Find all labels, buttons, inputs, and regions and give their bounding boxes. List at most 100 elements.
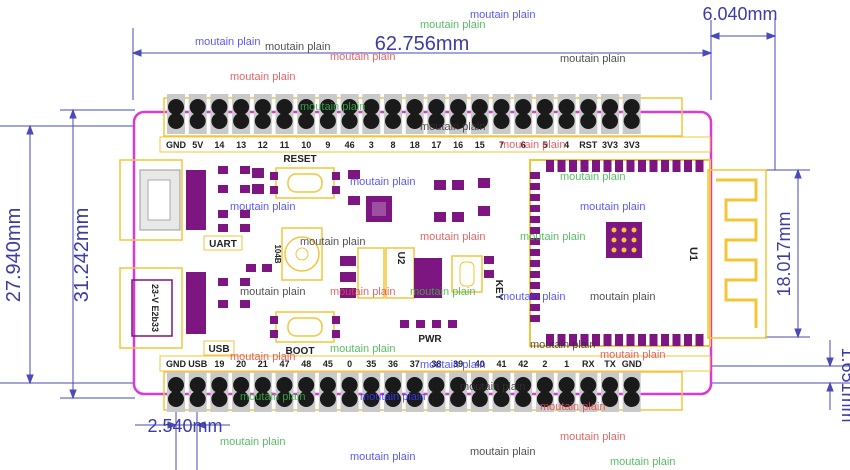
watermark-text: moutain plain xyxy=(470,9,535,21)
watermark-text: moutain plain xyxy=(240,391,305,403)
bottom-pin xyxy=(427,372,446,412)
top-pin-label: 6 xyxy=(521,140,526,150)
watermark-text: moutain plain xyxy=(350,176,415,188)
bottom-pin xyxy=(514,372,533,412)
reset-label: RESET xyxy=(283,154,316,165)
watermark-text: moutain plain xyxy=(300,236,365,248)
bottom-pin-label: 37 xyxy=(410,359,420,369)
watermark-text: moutain plain xyxy=(460,381,525,393)
bottom-pin-label: 42 xyxy=(518,359,528,369)
bottom-label-band xyxy=(159,355,711,372)
voltage-regulator xyxy=(357,247,442,299)
top-pin xyxy=(579,94,598,134)
top-pin xyxy=(188,94,207,134)
top-pin xyxy=(275,94,294,134)
dim-board-length: 62.756mm xyxy=(375,33,470,55)
reset-button xyxy=(270,167,340,199)
bottom-pin-label: GND xyxy=(622,359,643,369)
top-pin xyxy=(514,94,533,134)
top-pin-label: 8 xyxy=(390,140,395,150)
watermark-text: moutain plain xyxy=(470,446,535,458)
top-pin-label: 10 xyxy=(301,140,311,150)
boot-label: BOOT xyxy=(286,346,315,357)
top-pin-label: 12 xyxy=(258,140,268,150)
watermark-text: moutain plain xyxy=(410,286,475,298)
bottom-pin-label: 40 xyxy=(475,359,485,369)
top-pin-label: RST xyxy=(579,140,598,150)
bottom-pin xyxy=(449,372,468,412)
top-pin xyxy=(362,94,381,134)
bottom-pin-label: 36 xyxy=(388,359,398,369)
bottom-pin-label: 21 xyxy=(258,359,268,369)
module-pads xyxy=(530,160,704,346)
key-label: KEY xyxy=(493,280,504,301)
bottom-pin xyxy=(492,372,511,412)
bottom-pin-label: 48 xyxy=(301,359,311,369)
bottom-pin-label: 0 xyxy=(347,359,352,369)
bottom-pin-label: 41 xyxy=(496,359,506,369)
passive-components xyxy=(218,166,494,328)
bottom-pin xyxy=(167,372,185,412)
watermark-text: moutain plain xyxy=(230,201,295,213)
uart-chip xyxy=(186,170,206,230)
watermark-text: moutain plain xyxy=(330,51,395,63)
watermark-text: moutain plain xyxy=(500,139,565,151)
watermark-text: moutain plain xyxy=(600,349,665,361)
watermark-text: moutain plain xyxy=(420,359,485,371)
watermark-text: moutain plain xyxy=(230,351,295,363)
bottom-pin xyxy=(188,372,207,412)
bottom-pin xyxy=(275,372,294,412)
usb-connector-uart xyxy=(119,159,183,241)
dim-row-spacing: 31.242mm xyxy=(71,208,93,303)
top-pin xyxy=(449,94,468,134)
watermark-text: moutain plain xyxy=(500,291,565,303)
bottom-pin-label: TX xyxy=(604,359,616,369)
top-pin-label: 3 xyxy=(369,140,374,150)
watermark-text: moutain plain xyxy=(330,343,395,355)
watermark-text: moutain plain xyxy=(195,36,260,48)
bottom-pin-label: 1 xyxy=(564,359,569,369)
watermark-text: moutain plain xyxy=(530,339,595,351)
bottom-pin xyxy=(405,372,424,412)
inductor xyxy=(281,227,323,281)
watermark-text: moutain plain xyxy=(560,431,625,443)
top-pin-label: 7 xyxy=(499,140,504,150)
bottom-pin-label: 19 xyxy=(214,359,224,369)
top-pin xyxy=(535,94,554,134)
inductor-label: 104B xyxy=(273,244,282,263)
watermark-text: moutain plain xyxy=(420,19,485,31)
top-pin xyxy=(601,94,619,134)
bottom-pin-label: 20 xyxy=(236,359,246,369)
u2-label: U2 xyxy=(395,252,406,265)
top-pin xyxy=(492,94,511,134)
dim-pin-pitch: 2.540mm xyxy=(147,416,222,436)
top-pin-label: 4 xyxy=(564,140,569,150)
bottom-pin xyxy=(384,372,402,412)
bottom-pin xyxy=(253,372,272,412)
bottom-pin xyxy=(470,372,489,412)
bottom-pin-row xyxy=(167,372,641,412)
watermark-text: moutain plain xyxy=(220,436,285,448)
usb-label: USB xyxy=(208,344,229,355)
watermark-text: moutain plain xyxy=(420,231,485,243)
bottom-pin-label: 35 xyxy=(366,359,376,369)
watermark-text: moutain plain xyxy=(420,121,485,133)
top-pin xyxy=(427,94,446,134)
u1-label: U1 xyxy=(687,247,699,261)
usb-connector-usb: 23-V E2b33 xyxy=(119,267,183,349)
dim-antenna-offset: 6.040mm xyxy=(702,4,777,24)
watermark-text: moutain plain xyxy=(520,231,585,243)
watermark-text: moutain plain xyxy=(360,391,425,403)
dim-board-width: 27.940mm xyxy=(3,208,25,303)
usb-connector-text: 23-V E2b33 xyxy=(150,284,160,332)
top-pin-label: GND xyxy=(166,140,187,150)
watermark-text: moutain plain xyxy=(330,286,395,298)
top-pin xyxy=(253,94,272,134)
bottom-pin-label: 47 xyxy=(279,359,289,369)
pwr-label: PWR xyxy=(418,334,442,345)
bottom-pin xyxy=(622,372,641,412)
top-pin xyxy=(384,94,402,134)
